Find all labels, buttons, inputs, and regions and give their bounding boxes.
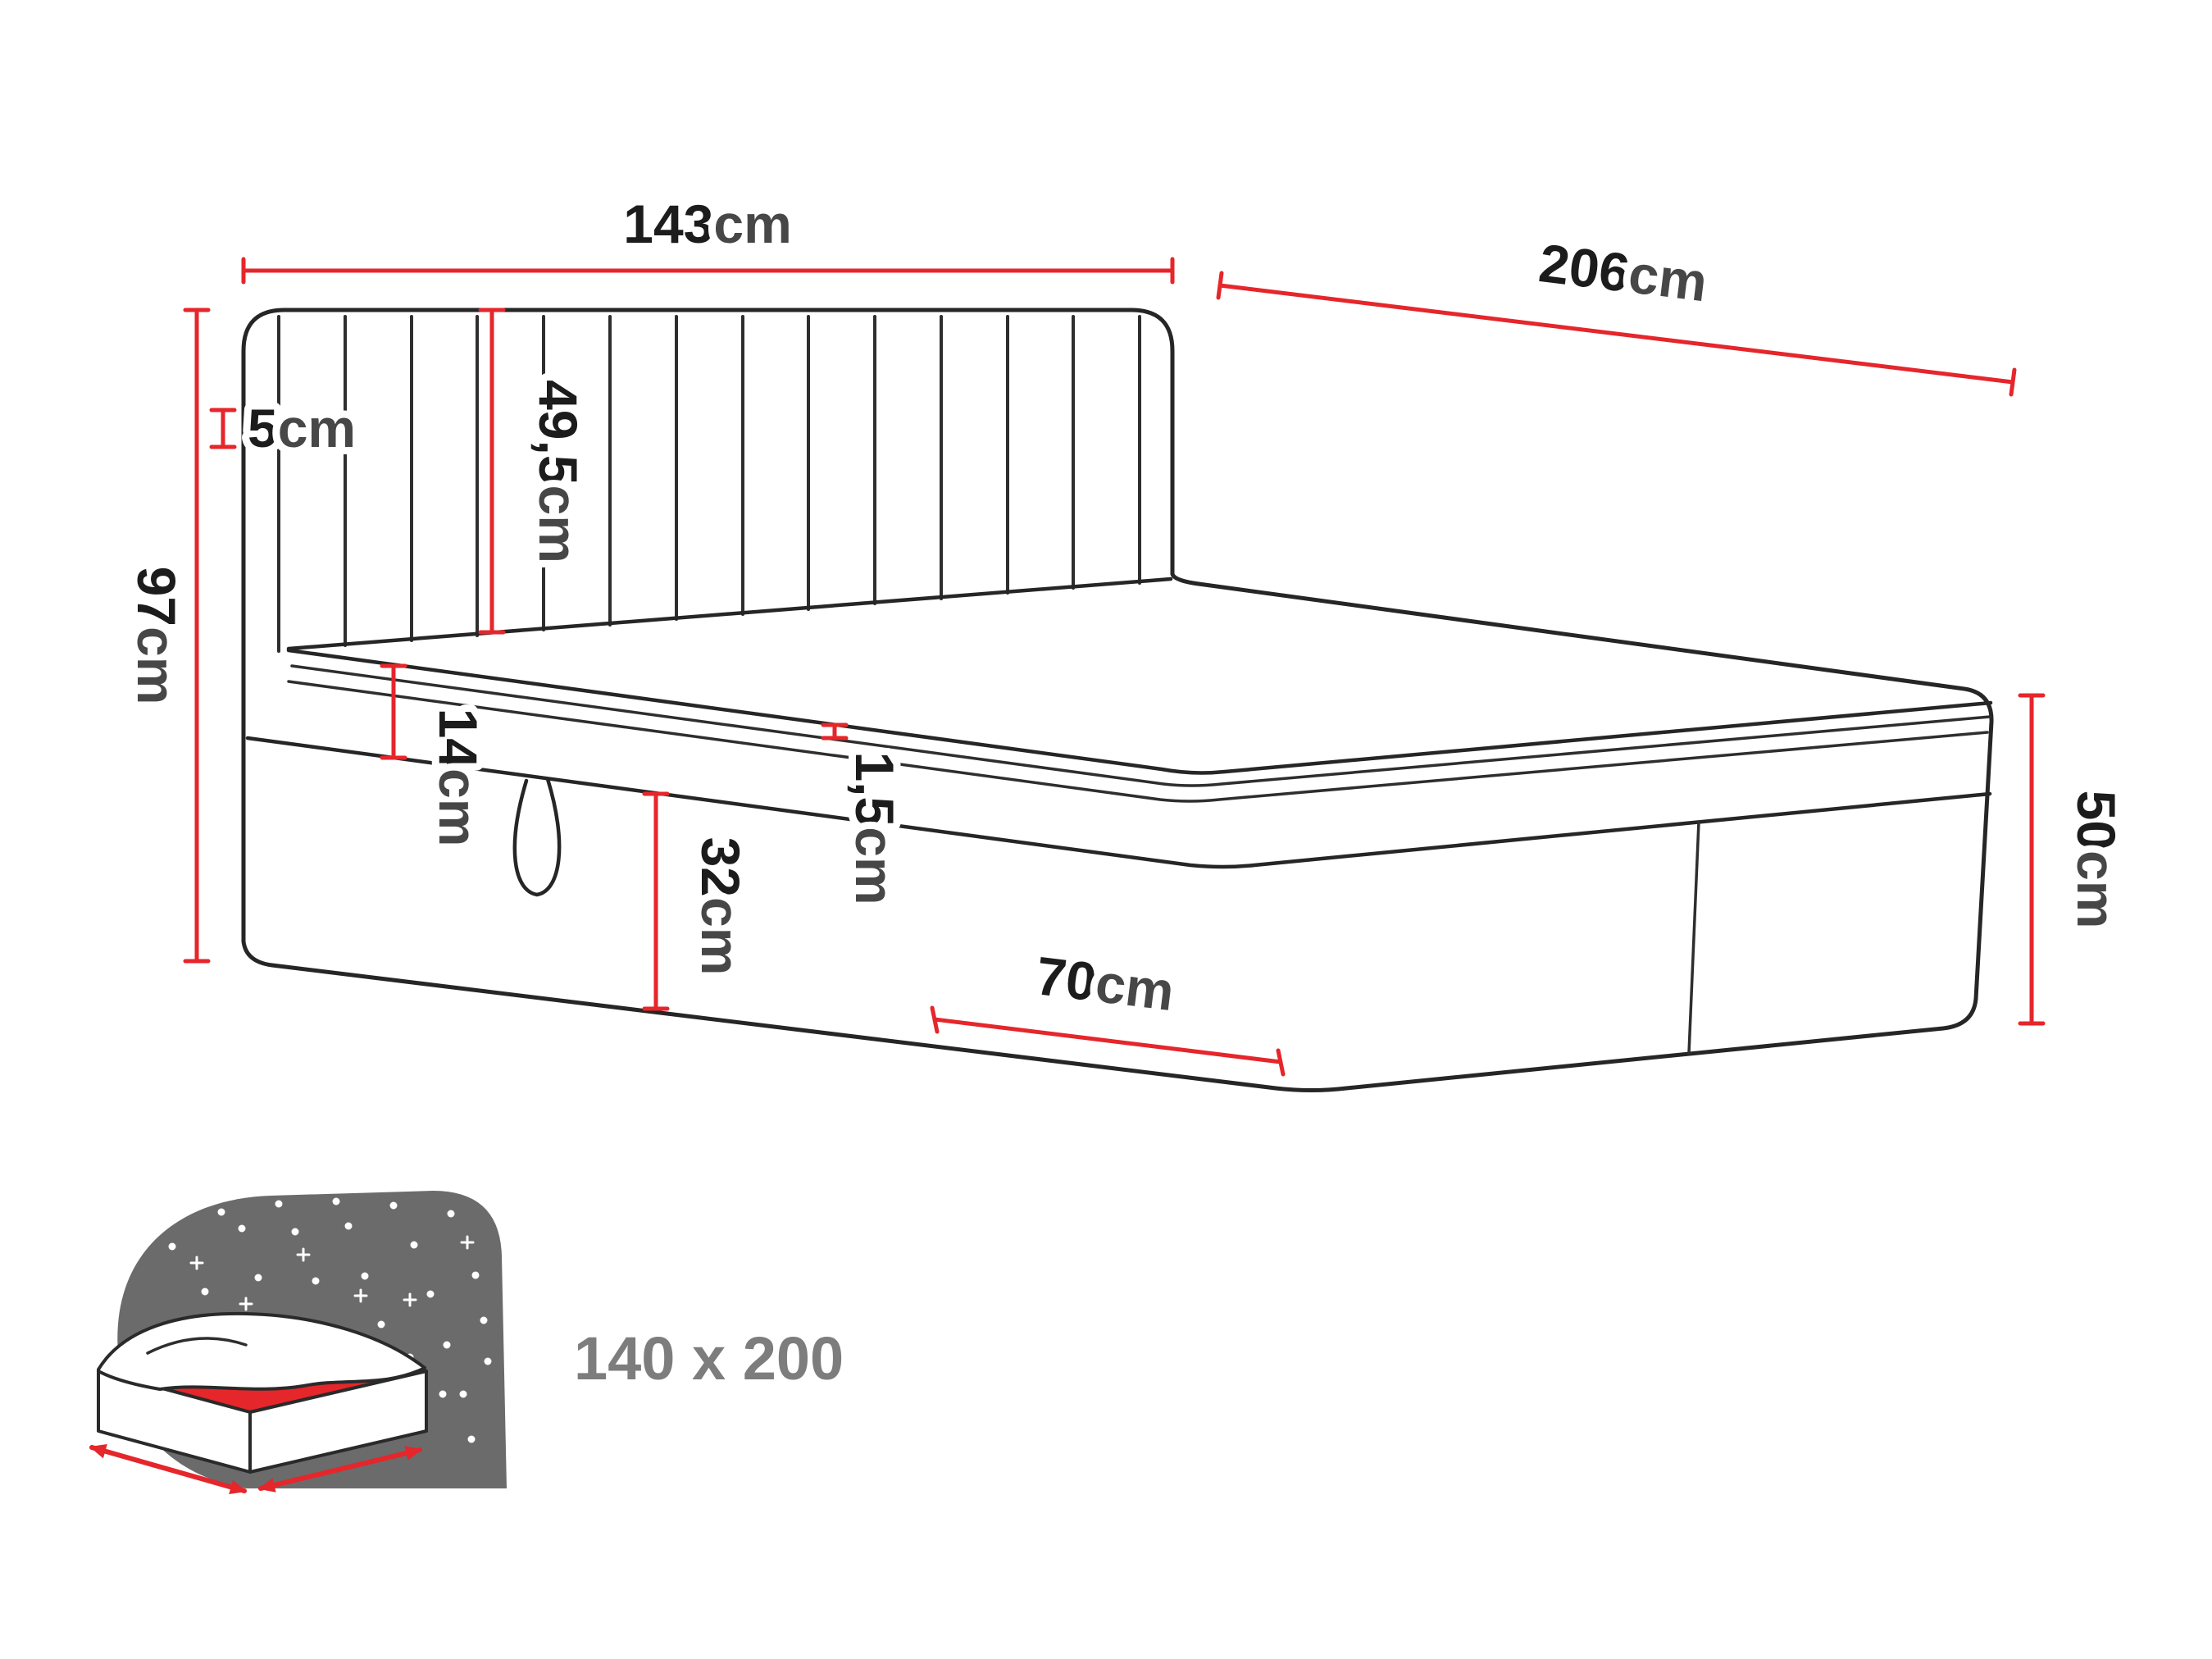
icon-length-arrow — [89, 1444, 247, 1494]
dimension-base-height: 50cm — [2018, 693, 2134, 1026]
drawer-handle-loop — [512, 777, 562, 897]
headboard-slats — [277, 315, 1141, 653]
mattress-front-edge — [286, 648, 1993, 775]
star-sparkles — [189, 1235, 475, 1311]
dimension-line — [183, 308, 211, 964]
dimension-headboard-total-height: 97cm — [119, 308, 211, 964]
dimension-line — [209, 408, 237, 449]
dimension-value: 49,5 — [528, 380, 589, 485]
dimension-unit: cm — [528, 485, 589, 563]
icon-duvet — [97, 1311, 426, 1391]
mattress-back-edge — [286, 577, 1173, 651]
dimension-value: 14 — [428, 709, 489, 769]
dimension-bed-length: 206cm — [1216, 225, 2017, 397]
mattress-bottom-edge — [245, 736, 1992, 869]
pillowtop-seam-line-1 — [290, 664, 1991, 787]
dimension-label: 97cm — [126, 567, 187, 705]
icon-pillow-line — [146, 1337, 248, 1355]
dimension-label: 14cm — [428, 709, 489, 847]
dimension-line — [380, 663, 407, 760]
dimension-label: 1,5cm — [844, 751, 905, 905]
dimension-headboard-width: 143cm — [241, 186, 1175, 285]
dimension-label: 5cm — [248, 398, 356, 458]
dimension-storage-height: 32cm — [642, 791, 758, 1011]
dimension-value: 32 — [690, 837, 751, 897]
dimension-unit: cm — [278, 398, 356, 458]
dimension-unit: cm — [1092, 952, 1177, 1022]
dimension-value: 5 — [248, 398, 278, 458]
dimension-unit: cm — [428, 768, 489, 846]
dimension-headboard-side: 5cm — [209, 390, 363, 466]
dimension-value: 1,5 — [844, 751, 905, 827]
dimension-topper-seam: 1,5cm — [821, 722, 913, 913]
dimension-line — [642, 791, 670, 1011]
dimension-line — [1216, 271, 2017, 397]
dimension-unit: cm — [713, 194, 791, 254]
dimension-value: 70 — [1033, 945, 1100, 1012]
dimension-value: 97 — [126, 567, 187, 627]
dimension-line — [478, 308, 506, 635]
dimension-mattress-side-height: 14cm — [380, 663, 496, 854]
dimension-line — [930, 1005, 1286, 1077]
dimension-label: 49,5cm — [528, 380, 589, 563]
dimension-unit: cm — [2066, 850, 2127, 928]
dimension-unit: cm — [844, 827, 905, 905]
dimension-label: 32cm — [690, 837, 751, 976]
icon-width-arrow — [258, 1446, 422, 1493]
dimension-label: 143cm — [623, 194, 792, 254]
dimension-line — [241, 257, 1175, 285]
dimension-value: 50 — [2066, 791, 2127, 850]
bed-drawing — [241, 308, 1994, 1092]
dimension-unit: cm — [1626, 243, 1711, 312]
dimension-label: 206cm — [1536, 232, 1710, 312]
bed-under-starry-night-icon — [89, 1191, 507, 1494]
dimension-unit: cm — [126, 627, 187, 704]
size-label: 140 x 200 — [574, 1324, 844, 1392]
dimension-headboard-panel-height: 49,5cm — [478, 308, 596, 635]
bed-outline — [241, 308, 1994, 1092]
dimension-value: 143 — [623, 194, 713, 254]
dimension-label: 50cm — [2066, 791, 2127, 929]
dimension-value: 206 — [1536, 232, 1632, 303]
dimension-line — [2018, 693, 2046, 1026]
foot-face-seam — [1687, 820, 1700, 1055]
dimension-line — [821, 722, 849, 741]
pillowtop-seam-line-2 — [287, 680, 1989, 803]
dimension-unit: cm — [690, 897, 751, 975]
